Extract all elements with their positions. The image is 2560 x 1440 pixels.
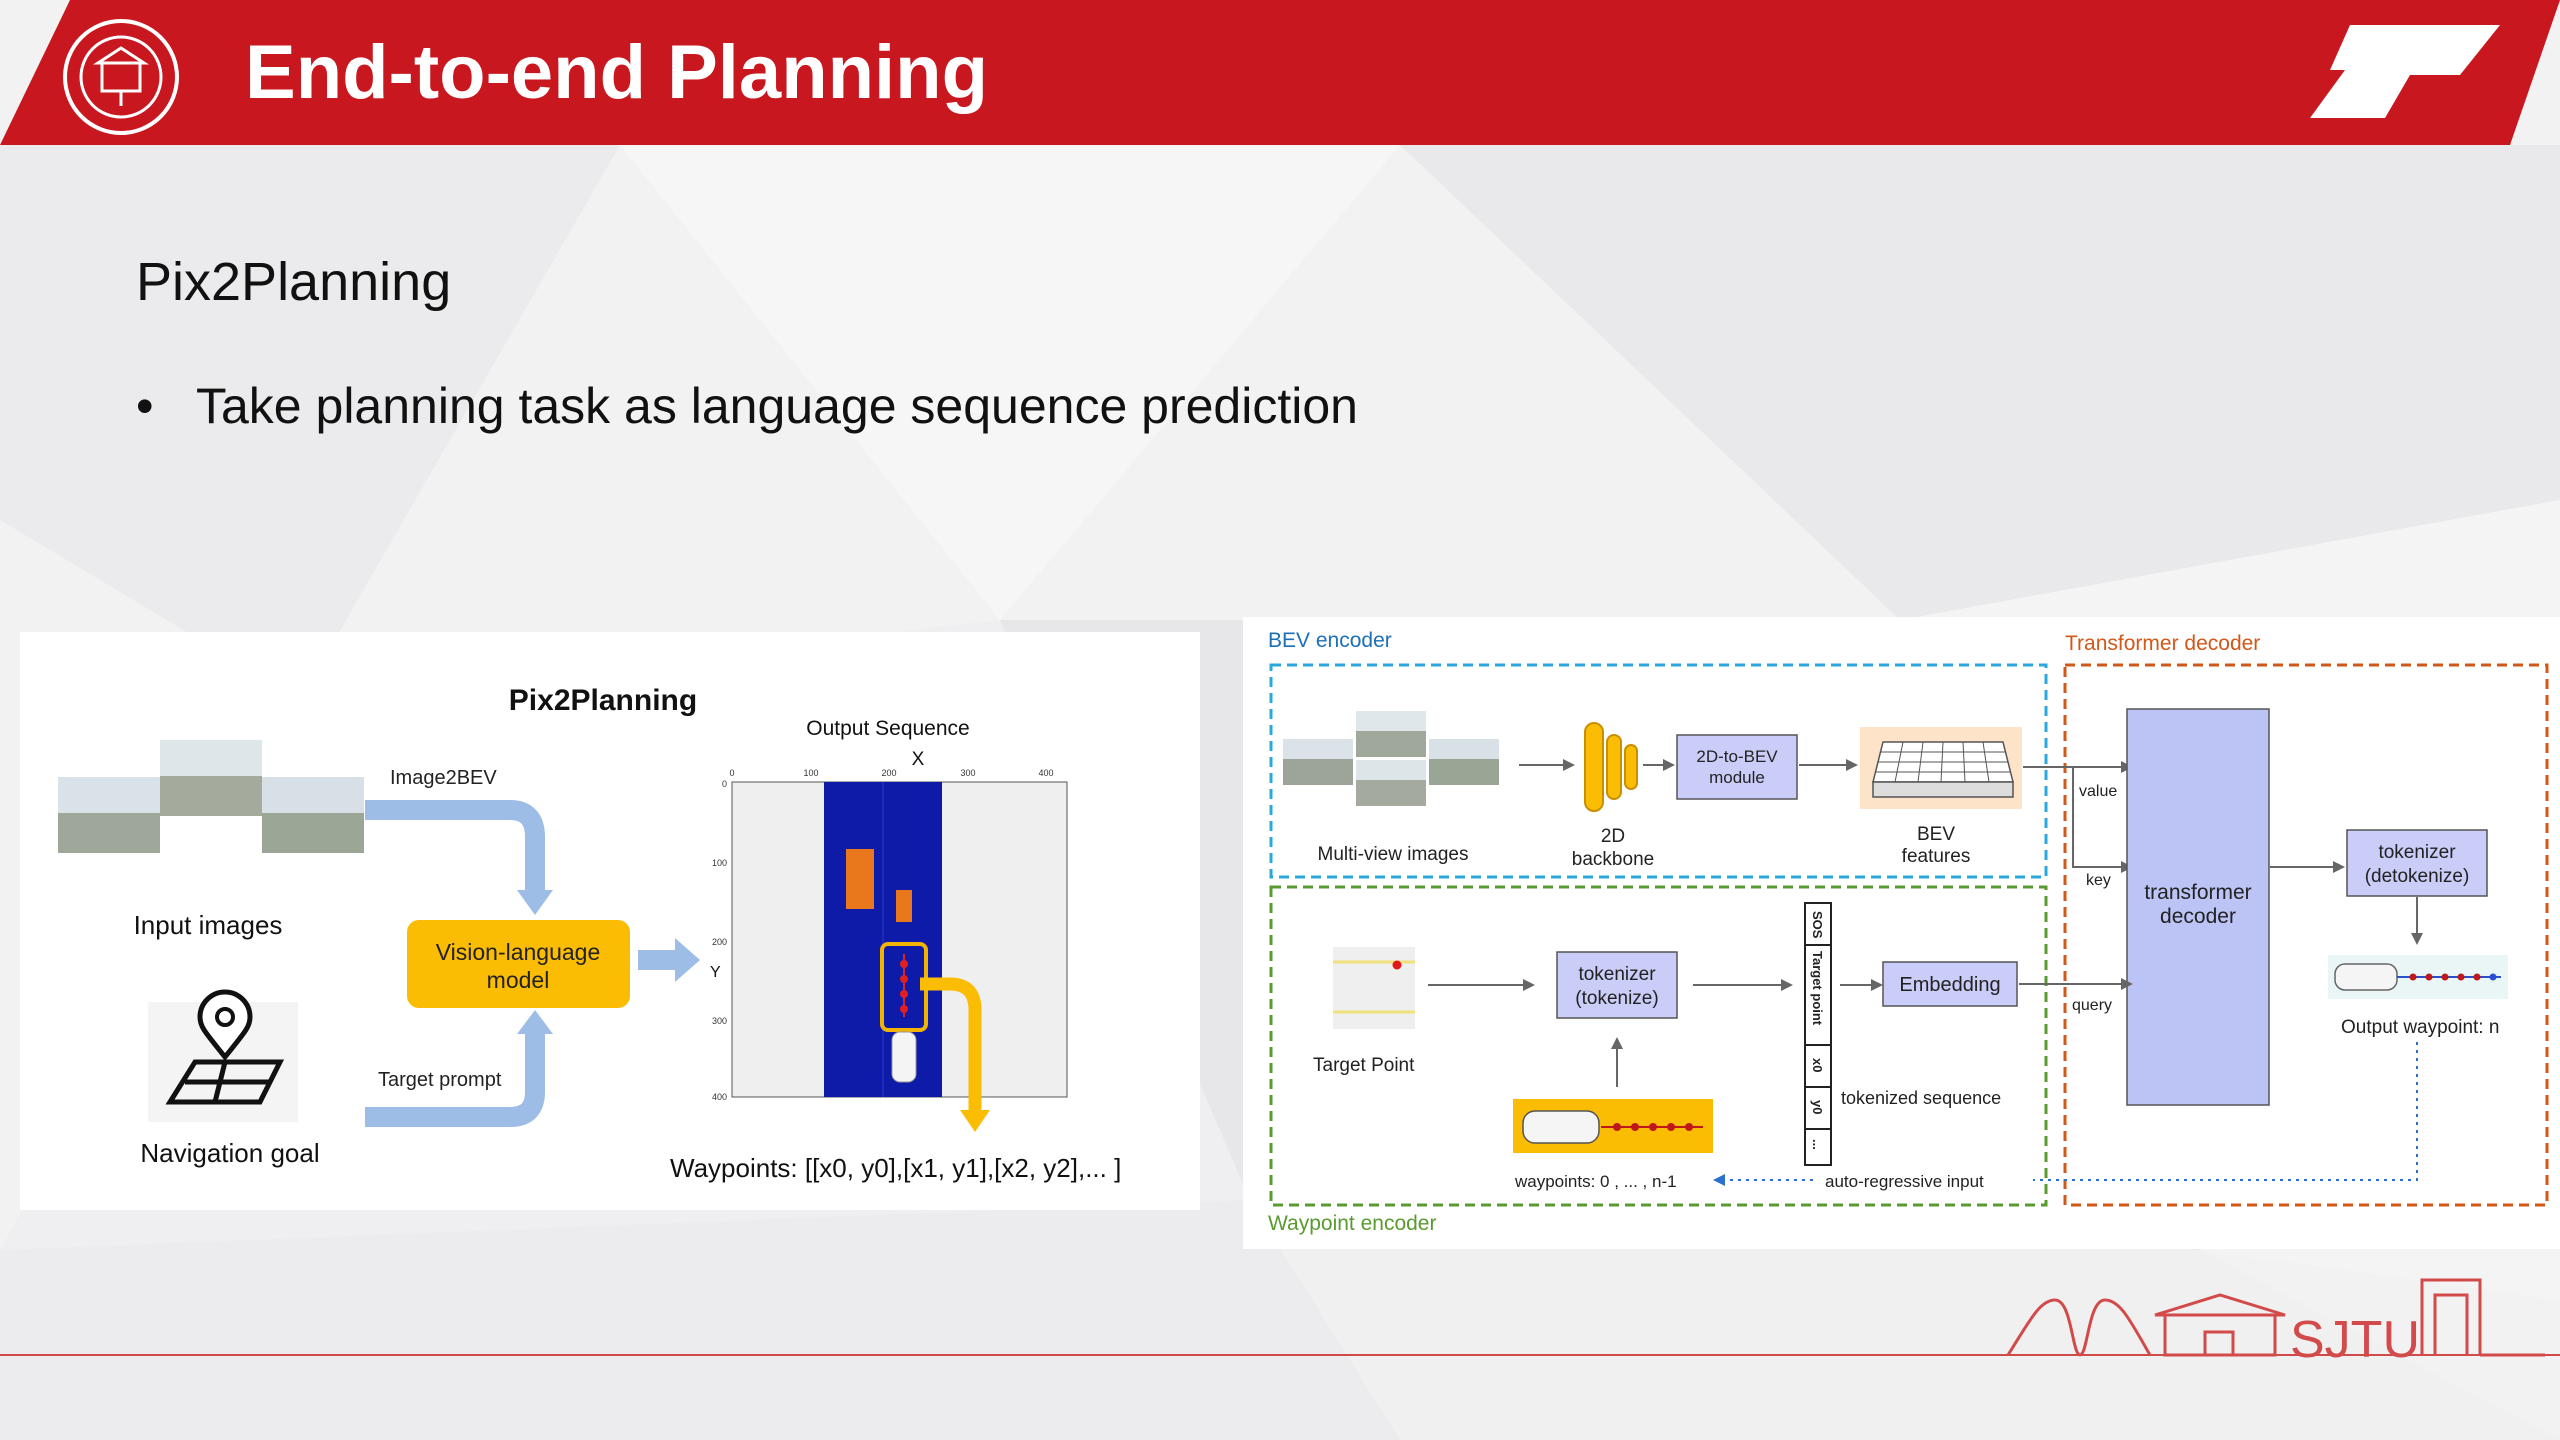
slide-title: End-to-end Planning (245, 30, 989, 115)
header-bar (0, 0, 2560, 145)
bev-features-line1: BEV (1917, 824, 1955, 845)
sjtu-footer-logo: SJTU (2006, 1278, 2545, 1369)
embedding-label: Embedding (1899, 974, 2000, 996)
waypoints-range-label: waypoints: 0 , ... , n-1 (1514, 1172, 1677, 1191)
output-sequence-label: Output Sequence (806, 717, 969, 740)
footer-logo-text: SJTU (2290, 1311, 2420, 1369)
token-sequence (1804, 902, 1832, 1166)
bev-features-line2: features (1902, 846, 1971, 867)
multiview-label: Multi-view images (1318, 844, 1469, 865)
x-tick-4: 400 (1038, 768, 1053, 778)
university-logo (62, 18, 180, 136)
autoregressive-label: auto-regressive input (1825, 1172, 1984, 1191)
vlm-label-line2: model (487, 967, 550, 993)
x-tick-2: 200 (881, 768, 896, 778)
bev-encoder-label: BEV encoder (1268, 629, 1392, 652)
y-tick-2: 200 (712, 937, 727, 947)
backbone-label-line2: backbone (1572, 849, 1654, 870)
x-tick-3: 300 (960, 768, 975, 778)
transformer-line2: decoder (2160, 905, 2236, 928)
vlm-label-line1: Vision-language (436, 939, 601, 965)
target-point-label: Target Point (1313, 1055, 1415, 1076)
bullet-dot: • (136, 378, 154, 434)
x-tick-1: 100 (803, 768, 818, 778)
architecture-figure: BEV encoder Transformer decoder Waypoint… (1243, 617, 2560, 1249)
tokenizer-line2: (tokenize) (1575, 988, 1658, 1009)
footer-line (0, 1354, 2560, 1356)
figure-title: Pix2Planning (509, 684, 697, 717)
key-label: key (2086, 872, 2111, 889)
bullet-item: • Take planning task as language sequence… (136, 375, 1358, 437)
vlm-box (407, 920, 630, 1008)
backbone-label-line1: 2D (1601, 826, 1625, 847)
multiview-images (1283, 711, 1499, 806)
bev-module-line1: 2D-to-BEV (1696, 747, 1778, 766)
y-tick-3: 300 (712, 1016, 727, 1026)
waypoint-encoder-label: Waypoint encoder (1268, 1212, 1436, 1235)
axis-x-label: X (912, 749, 925, 770)
transformer-decoder-label: Transformer decoder (2065, 632, 2260, 655)
input-images (58, 740, 364, 853)
image2bev-label: Image2BEV (390, 767, 497, 789)
axis-y-label: Y (710, 964, 721, 981)
y-tick-1: 100 (712, 858, 727, 868)
detokenizer-box (2346, 829, 2488, 897)
bev-module-box (1676, 734, 1798, 800)
brand-mark-icon (2310, 25, 2500, 118)
waypoints-label: Waypoints: [[x0, y0],[x1, y1],[x2, y2],.… (670, 1153, 1121, 1183)
tokenizer-line1: tokenizer (1578, 964, 1656, 985)
output-waypoint-car (2328, 955, 2508, 999)
backbone-icon (1584, 722, 1638, 812)
transformer-line1: transformer (2144, 881, 2251, 904)
token-sos: SOS (1810, 911, 1825, 939)
bullet-text: Take planning task as language sequence … (196, 378, 1358, 434)
navigation-goal-icon (148, 989, 298, 1122)
token-ellipsis: ... (1810, 1139, 1825, 1150)
token-x0: x0 (1810, 1058, 1825, 1072)
token-target-point: Target point (1810, 951, 1825, 1026)
output-waypoint-label: Output waypoint: n (2341, 1017, 2499, 1038)
bev-module-line2: module (1709, 768, 1765, 787)
token-y0: y0 (1810, 1100, 1825, 1114)
target-prompt-label: Target prompt (378, 1069, 502, 1091)
target-point-image (1333, 947, 1415, 1029)
x-tick-0: 0 (729, 768, 734, 778)
query-label: query (2072, 997, 2112, 1014)
pix2planning-figure: Pix2Planning Input images Image2BEV Visi… (20, 632, 1200, 1210)
slide-subtitle: Pix2Planning (136, 252, 452, 312)
y-tick-0: 0 (722, 779, 727, 789)
input-waypoint-car (1513, 1099, 1713, 1153)
transformer-decoder-box (2126, 708, 2270, 1106)
y-tick-4: 400 (712, 1092, 727, 1102)
embedding-box (1882, 961, 2018, 1007)
navigation-goal-label: Navigation goal (140, 1138, 319, 1168)
input-images-label: Input images (134, 910, 283, 940)
tokenizer-box (1556, 951, 1678, 1019)
detok-line1: tokenizer (2378, 842, 2456, 863)
tokenized-sequence-label: tokenized sequence (1841, 1088, 2001, 1108)
value-label: value (2079, 783, 2117, 800)
bev-features-grid (1860, 727, 2022, 809)
detok-line2: (detokenize) (2365, 866, 2470, 887)
